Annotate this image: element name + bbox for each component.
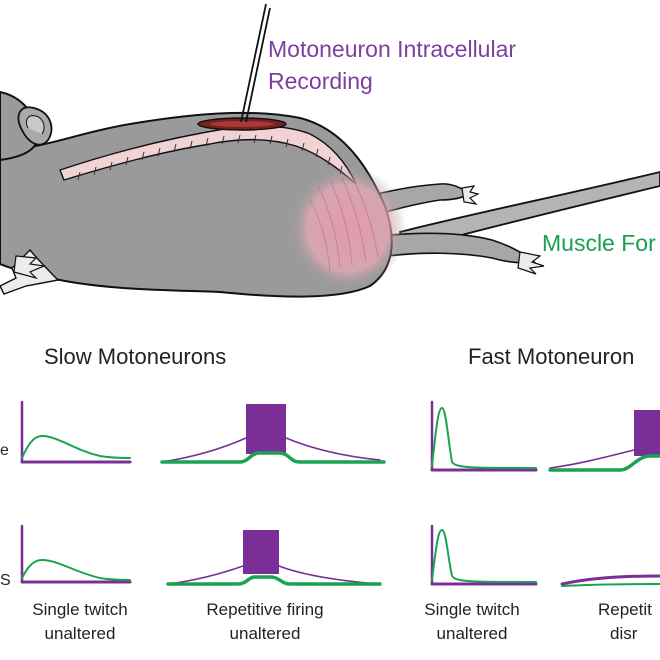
slow-rep-caption: Repetitive firing unaltered <box>190 598 340 646</box>
fast-rep-caption-line2: disr <box>610 624 638 643</box>
fast-twitch-bottom-force <box>431 529 537 583</box>
fast-motoneurons-heading: Fast Motoneuron <box>468 344 635 369</box>
fast-twitch-caption-line2: unaltered <box>436 624 508 643</box>
fast-rep-bottom-voltage <box>560 574 660 586</box>
slow-twitch-caption-line1: Single twitch <box>32 600 128 619</box>
slow-rep-caption-line1: Repetitive firing <box>206 600 324 619</box>
slow-twitch-bottom-force <box>21 559 131 581</box>
slow-rep-top-burst <box>246 404 286 454</box>
recording-label-line1: Motoneuron Intracellular <box>268 36 517 62</box>
slow-rep-top-force <box>160 451 386 464</box>
fast-twitch-caption-line1: Single twitch <box>424 600 520 619</box>
slow-motoneurons-heading: Slow Motoneurons <box>44 344 227 369</box>
fast-rep-caption: Repetit disr <box>598 598 660 646</box>
slow-rep-bottom-force <box>166 575 382 586</box>
muscle-fibers <box>309 177 379 273</box>
slow-rep-caption-line2: unaltered <box>229 624 301 643</box>
row-label-top: e <box>0 442 9 459</box>
suture-marks <box>77 134 343 181</box>
fast-rep-top-burst <box>634 410 660 456</box>
fast-twitch-top-force <box>431 407 537 469</box>
mouse-front-paw <box>13 255 47 280</box>
fast-rep-top-voltage <box>549 449 660 469</box>
recording-electrode <box>240 3 271 123</box>
slow-twitch-top-force <box>21 435 131 459</box>
mouse-hind-leg-lower <box>378 232 536 264</box>
slow-single-twitch-bottom <box>20 524 132 584</box>
fast-repetitive-bottom <box>560 574 660 587</box>
mouse-hind-paw-upper <box>461 185 480 205</box>
slow-rep-bottom-burst <box>243 530 279 574</box>
row-label-bottom: S <box>0 572 11 589</box>
fast-single-twitch-bottom <box>430 524 538 586</box>
recording-label-line2: Recording <box>268 68 373 94</box>
fast-rep-bottom-force <box>561 583 660 587</box>
fast-twitch-caption: Single twitch unaltered <box>410 598 534 646</box>
trace-panels <box>20 400 660 587</box>
slow-repetitive-top <box>160 404 386 464</box>
fast-single-twitch-top <box>430 400 538 472</box>
mouse-hind-paw-lower <box>517 251 545 275</box>
fast-repetitive-top <box>548 410 660 472</box>
muscle-force-label: Muscle For <box>542 230 656 256</box>
slow-twitch-caption: Single twitch unaltered <box>18 598 142 646</box>
fast-rep-caption-line1: Repetit <box>598 600 652 619</box>
slow-repetitive-bottom <box>166 530 382 586</box>
mouse-illustration <box>0 3 660 298</box>
muscle-highlight <box>290 166 406 290</box>
slow-rep-bottom-voltage <box>167 565 379 585</box>
slow-single-twitch-top <box>20 400 132 464</box>
fast-rep-top-force <box>548 454 660 472</box>
slow-twitch-caption-line2: unaltered <box>44 624 116 643</box>
slow-rep-top-voltage <box>161 437 381 463</box>
